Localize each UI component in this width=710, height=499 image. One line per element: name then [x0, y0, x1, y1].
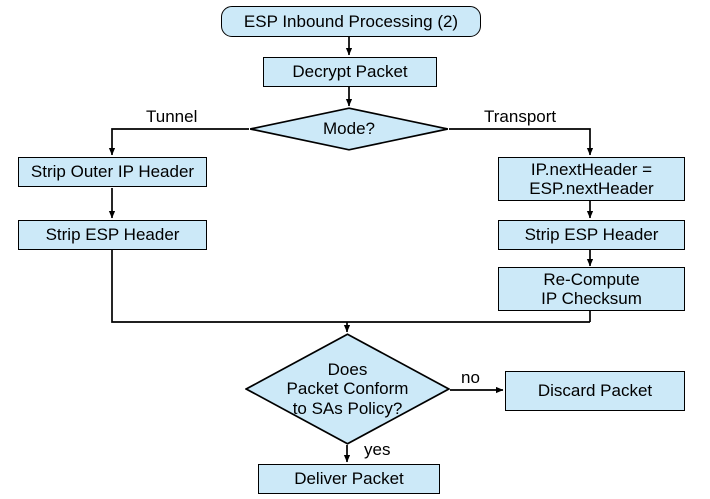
- node-deliver-packet[interactable]: Deliver Packet: [258, 464, 440, 494]
- node-strip-esp-header-transport[interactable]: Strip ESP Header: [498, 220, 685, 250]
- edge-label-yes: yes: [364, 440, 391, 459]
- conform-diamond-shape: [245, 333, 450, 445]
- edge-label-tunnel: Tunnel: [146, 107, 198, 126]
- node-mode-decision[interactable]: Mode?: [249, 107, 449, 151]
- node-recompute-ip-checksum[interactable]: Re-Compute IP Checksum: [498, 267, 685, 311]
- mode-diamond-shape: [250, 107, 448, 151]
- node-start-terminal[interactable]: ESP Inbound Processing (2): [221, 6, 481, 37]
- node-mode-label: Mode?: [323, 119, 375, 139]
- node-conform-decision[interactable]: Does Packet Conform to SAs Policy?: [245, 333, 450, 445]
- node-strip-esp-header-tunnel[interactable]: Strip ESP Header: [18, 220, 207, 250]
- node-ip-nextheader-assign[interactable]: IP.nextHeader = ESP.nextHeader: [498, 157, 685, 201]
- node-strip-outer-ip-header[interactable]: Strip Outer IP Header: [18, 157, 207, 187]
- node-conform-label: Does Packet Conform to SAs Policy?: [286, 360, 409, 418]
- node-discard-packet[interactable]: Discard Packet: [505, 371, 685, 411]
- edge-label-transport: Transport: [484, 107, 557, 126]
- edge-mode-transport: [449, 128, 594, 156]
- node-decrypt-packet[interactable]: Decrypt Packet: [263, 57, 437, 87]
- edge-mode-tunnel: [108, 128, 249, 156]
- edge-label-no: no: [461, 368, 480, 387]
